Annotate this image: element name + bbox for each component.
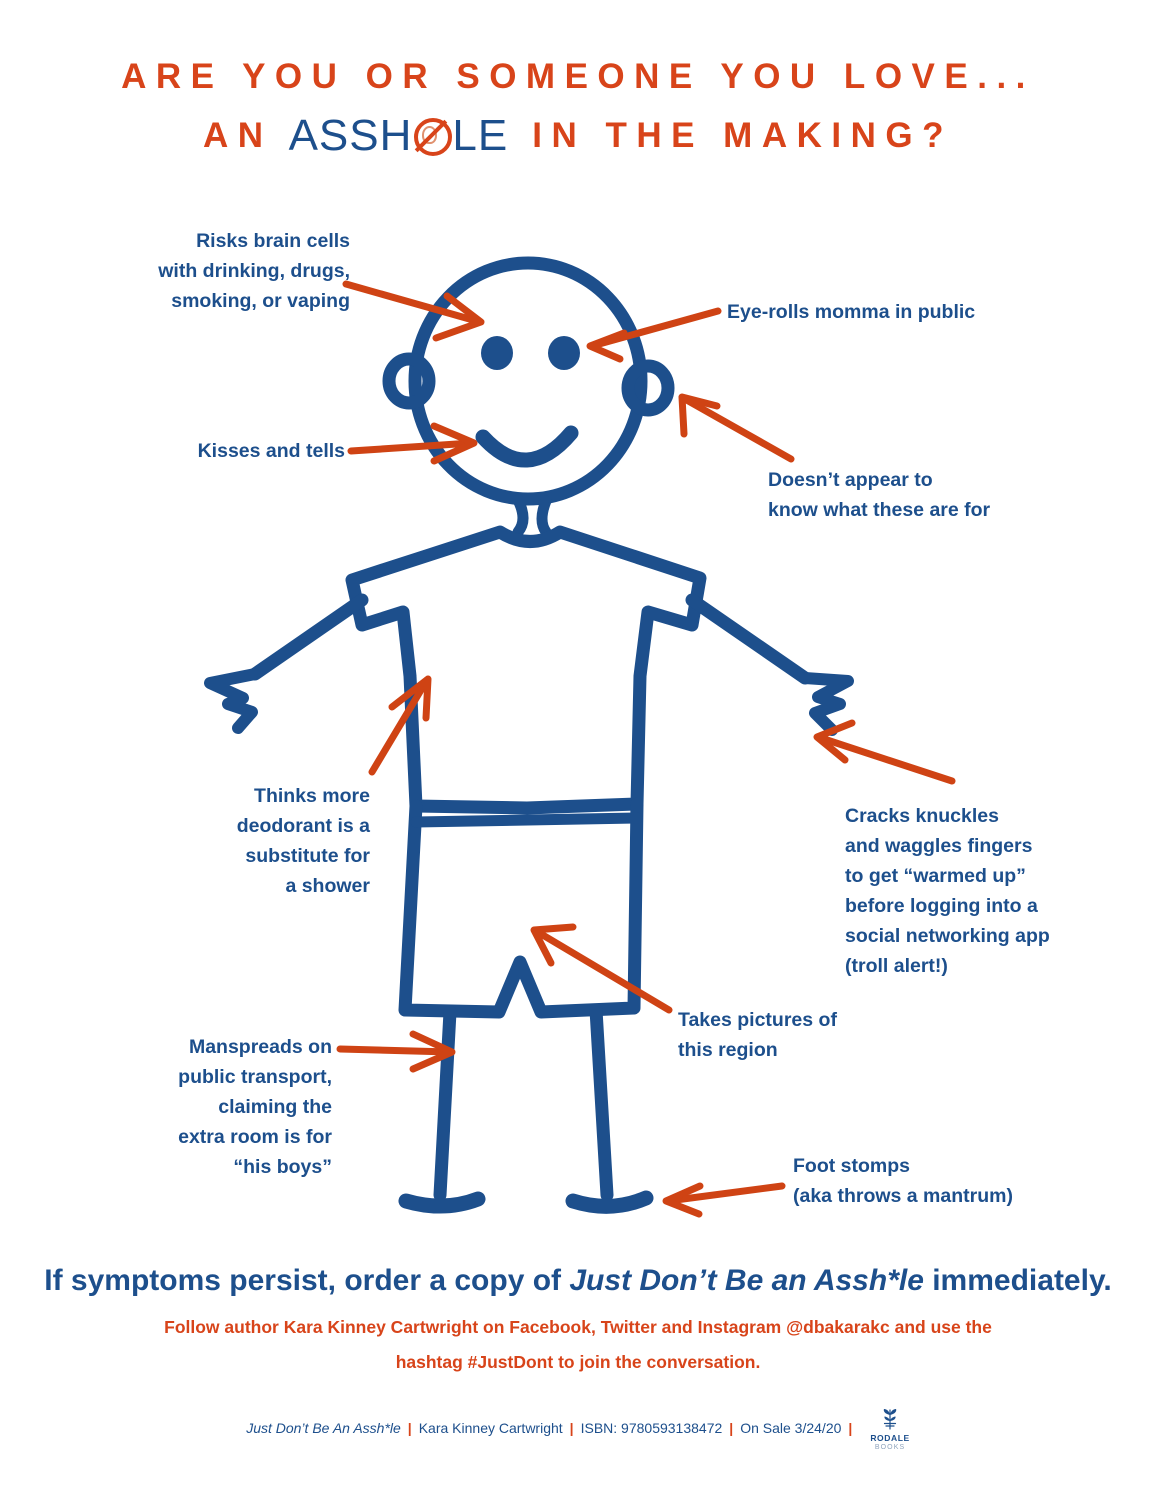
- neck-right: [536, 495, 552, 538]
- callout-risks-brain-cells: Risks brain cells with drinking, drugs, …: [158, 230, 350, 312]
- arrow-pictures: [532, 927, 673, 1014]
- title-suffix: IN THE MAKING?: [532, 116, 953, 155]
- logotype-part-2: LE: [452, 111, 509, 160]
- social-line-1: Follow author Kara Kinney Cartwright on …: [164, 1317, 992, 1337]
- shorts-waistband: [410, 812, 643, 828]
- right-arm: [685, 593, 812, 685]
- social-follow-block: Follow author Kara Kinney Cartwright on …: [0, 1310, 1156, 1380]
- tiny-face-glyph: [422, 126, 438, 144]
- arrow-eyeroll-head: [586, 329, 628, 363]
- title-line-2: AN ASSH LE IN THE MAKING?: [0, 111, 1156, 161]
- callout-arrows: [336, 280, 956, 1218]
- colophon-author: Kara Kinney Cartwright: [418, 1420, 563, 1437]
- publisher-sub: BOOKS: [874, 1443, 906, 1451]
- arrow-foot-head: [662, 1182, 704, 1218]
- callout-cracks-knuckles: Cracks knuckles and waggles fingers to g…: [845, 805, 1050, 977]
- shorts-outline: [398, 797, 644, 1019]
- left-arm: [248, 593, 369, 681]
- prohibition-ring: [414, 118, 453, 156]
- publisher-name: RODALE: [870, 1433, 910, 1443]
- callout-manspreads: Manspreads on public transport, claiming…: [178, 1036, 332, 1178]
- right-eye: [548, 336, 580, 370]
- colophon-separator-2: |: [569, 1420, 574, 1437]
- prohibition-sign-icon: [412, 116, 453, 156]
- left-eye: [481, 336, 513, 370]
- colophon-on-sale: On Sale 3/24/20: [740, 1420, 842, 1437]
- tshirt-outline: [345, 525, 707, 815]
- arrow-knuckles-head: [813, 719, 856, 764]
- title-prefix: AN: [203, 116, 273, 155]
- arrow-kisses-head: [430, 422, 478, 465]
- colophon-separator-4: |: [848, 1420, 853, 1437]
- arrow-knuckles: [814, 733, 956, 785]
- page-title: ARE YOU OR SOMEONE YOU LOVE... AN ASSH L…: [0, 52, 1156, 161]
- callout-foot-stomps: Foot stomps (aka throws a mantrum): [793, 1155, 1013, 1207]
- colophon-separator-3: |: [729, 1420, 734, 1437]
- cta-before: If symptoms persist, order a copy of: [44, 1264, 570, 1297]
- arrow-kisses: [347, 439, 476, 455]
- arrow-deodorant-head: [388, 675, 432, 722]
- logotype-part-1: ASSH: [288, 111, 413, 160]
- callout-kisses-and-tells: Kisses and tells: [197, 440, 345, 462]
- arrow-pictures-head: [530, 923, 577, 967]
- asshole-logotype: ASSH LE: [289, 111, 509, 161]
- right-hand-fingers: [799, 672, 854, 736]
- cta-book-title: Just Don’t Be an Assh*le: [569, 1264, 924, 1297]
- rodale-books-logo: RODALE BOOKS: [870, 1406, 910, 1451]
- head-outline: [408, 256, 648, 506]
- arrow-manspread-head: [409, 1030, 456, 1073]
- smile: [475, 425, 579, 468]
- left-leg: [433, 1005, 457, 1202]
- right-leg: [589, 1003, 614, 1202]
- arrow-eyeroll: [588, 307, 722, 350]
- colophon-separator-1: |: [407, 1420, 412, 1437]
- callout-eye-rolls-momma: Eye-rolls momma in public: [727, 301, 976, 323]
- arrow-ears: [679, 394, 795, 463]
- cta-after: immediately.: [923, 1264, 1112, 1297]
- seedling-icon: [883, 1409, 897, 1430]
- callout-deodorant-substitute: Thinks more deodorant is a substitute fo…: [236, 785, 370, 897]
- right-foot: [565, 1190, 654, 1214]
- arrow-brain: [342, 280, 484, 326]
- social-line-2: hashtag #JustDont to join the conversati…: [395, 1352, 761, 1372]
- arrow-foot: [664, 1182, 786, 1205]
- left-hand-fingers: [204, 668, 261, 734]
- colophon-isbn: ISBN: 9780593138472: [580, 1420, 723, 1437]
- colophon: Just Don’t Be An Assh*le | Kara Kinney C…: [0, 1406, 1156, 1451]
- right-ear: [621, 359, 675, 417]
- arrow-ears-head: [678, 393, 721, 438]
- arrow-manspread: [336, 1045, 454, 1056]
- left-foot: [398, 1191, 486, 1214]
- left-ear: [382, 352, 436, 410]
- colophon-book-title: Just Don’t Be An Assh*le: [246, 1420, 401, 1437]
- callout-doesnt-know-ears: Doesn’t appear to know what these are fo…: [768, 469, 991, 521]
- arrow-deodorant: [368, 676, 431, 776]
- arrow-brain-head: [432, 292, 485, 342]
- title-line-1: ARE YOU OR SOMEONE YOU LOVE...: [121, 57, 1035, 96]
- callout-takes-pictures: Takes pictures of this region: [678, 1009, 837, 1061]
- neck-left: [512, 494, 529, 538]
- cta-line: If symptoms persist, order a copy of Jus…: [0, 1262, 1156, 1300]
